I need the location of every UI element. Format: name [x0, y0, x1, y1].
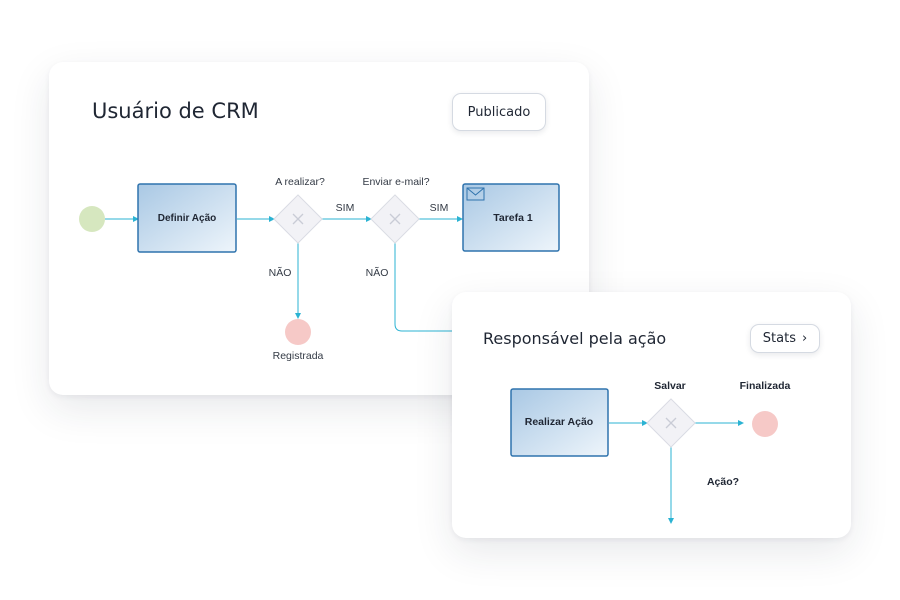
stats-button-label: Stats: [762, 331, 796, 346]
process-card-title: Usuário de CRM: [92, 99, 259, 123]
exclusive-gateway-x-icon: [292, 213, 304, 225]
start-event: [79, 206, 105, 232]
responsible-card-title: Responsável pela ação: [483, 329, 667, 348]
exclusive-gateway-2[interactable]: [370, 194, 420, 244]
yes-label-2: SIM: [430, 202, 449, 214]
end-event-registrada-label: Registrada: [273, 350, 324, 362]
gateway-save-label: Salvar: [654, 380, 686, 392]
action-question-label: Ação?: [707, 476, 739, 488]
task-tarefa-1-label: Tarefa 1: [493, 212, 533, 224]
exclusive-gateway-1[interactable]: [273, 194, 323, 244]
process-flow-diagram: Definir Ação A realizar? Enviar e-mail? …: [79, 176, 560, 362]
envelope-icon: [466, 187, 485, 201]
end-event-finalizada: [752, 411, 778, 437]
exclusive-gateway-x-icon: [665, 417, 677, 429]
gateway2-question-label: Enviar e-mail?: [362, 176, 429, 188]
no-label-2: NÃO: [366, 266, 389, 279]
published-status-button[interactable]: Publicado: [452, 93, 546, 131]
responsible-flow-diagram: Realizar Ação Salvar Finalizada Ação?: [510, 380, 791, 524]
task-define-action[interactable]: Definir Ação: [137, 183, 237, 253]
end-event-registrada: [285, 319, 311, 345]
stats-button[interactable]: Stats ›: [750, 324, 820, 353]
gateway1-question-label: A realizar?: [275, 176, 325, 188]
task-execute-action[interactable]: Realizar Ação: [510, 388, 609, 457]
chevron-right-icon: ›: [801, 331, 808, 346]
task-tarefa-1[interactable]: Tarefa 1: [462, 183, 560, 252]
yes-label-1: SIM: [336, 202, 355, 214]
responsible-action-card: Responsável pela ação Stats › Realizar A…: [452, 292, 851, 538]
process-card-crm-user: Usuário de CRM Publicado Definir Ação: [49, 62, 589, 395]
task-define-action-label: Definir Ação: [158, 213, 217, 224]
no-label-1: NÃO: [269, 266, 292, 279]
connector-gateway2-down: [394, 243, 469, 332]
exclusive-gateway-save[interactable]: [646, 398, 696, 448]
exclusive-gateway-x-icon: [389, 213, 401, 225]
end-event-finalizada-label: Finalizada: [740, 380, 791, 392]
task-execute-action-label: Realizar Ação: [525, 416, 593, 428]
